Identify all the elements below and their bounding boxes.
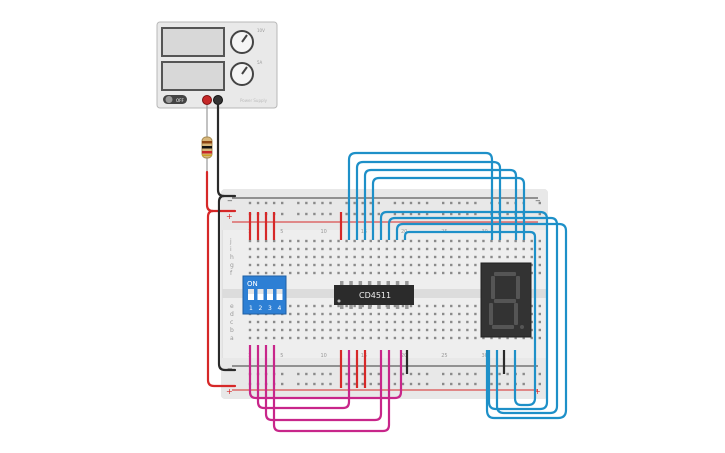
rail-plus-bottom: +: [226, 387, 233, 396]
row-letter: h: [230, 254, 234, 261]
row-letter: g: [230, 262, 234, 269]
rail-plus-bottom-right: +: [534, 387, 541, 396]
wire-red-positive-bottom[interactable]: [206, 209, 237, 388]
dip-position-number: 2: [259, 305, 263, 312]
row-letter: b: [230, 327, 234, 334]
row-letter: a: [230, 335, 234, 342]
wire-black-negative-top[interactable]: [216, 103, 237, 198]
current-display: [161, 61, 225, 91]
power-switch-label: OFF: [176, 98, 184, 103]
column-number: 15: [361, 229, 367, 235]
dip-toggle[interactable]: [248, 289, 254, 300]
dip-position-number: 3: [268, 305, 272, 312]
dip-on-label: ON: [247, 280, 258, 288]
column-number: 5: [280, 353, 283, 359]
cd4511-chip[interactable]: CD4511: [334, 281, 414, 309]
knob1-label: 10V: [257, 28, 265, 33]
column-number: 20: [401, 229, 407, 235]
row-letter: c: [230, 319, 233, 326]
row-letter: f: [230, 270, 233, 277]
seven-segment-display[interactable]: [480, 262, 532, 338]
column-number: 30: [481, 353, 487, 359]
negative-terminal[interactable]: [213, 95, 223, 105]
power-supply[interactable]: 10V 5A OFF Power Supply: [156, 21, 278, 109]
dip-position-number: 4: [278, 305, 282, 312]
column-number: 10: [320, 353, 326, 359]
rail-minus-top: −: [227, 197, 233, 205]
row-letter: d: [230, 311, 234, 318]
dip-toggle[interactable]: [267, 289, 273, 300]
column-number: 15: [361, 353, 367, 359]
column-number: 20: [401, 353, 407, 359]
power-wires[interactable]: [205, 103, 237, 388]
rail-plus-top: +: [226, 212, 233, 221]
jumpers-bottom-short[interactable]: [339, 350, 506, 388]
dip-toggle[interactable]: [276, 289, 283, 300]
chip-label: CD4511: [359, 291, 391, 300]
red-jumpers-top[interactable]: [248, 212, 343, 240]
column-number: 5: [280, 229, 283, 235]
power-supply-brand: Power Supply: [240, 98, 268, 103]
row-letter: i: [230, 246, 232, 253]
column-number: 25: [441, 353, 447, 359]
blue-wires[interactable]: [347, 151, 568, 420]
wire-black-negative-bottom[interactable]: [217, 194, 237, 372]
row-letter: j: [229, 238, 232, 245]
column-number: 10: [320, 229, 326, 235]
resistor[interactable]: [201, 105, 213, 172]
dip-position-number: 1: [249, 305, 253, 312]
voltage-display: [161, 27, 225, 57]
magenta-wires[interactable]: [248, 345, 403, 433]
row-letter: e: [230, 303, 234, 310]
positive-terminal[interactable]: [202, 95, 212, 105]
rail-minus-top-right: −: [535, 197, 541, 205]
bottom-power-rail: [222, 358, 547, 398]
dip-toggle[interactable]: [257, 289, 264, 300]
knob2-label: 5A: [257, 60, 263, 65]
